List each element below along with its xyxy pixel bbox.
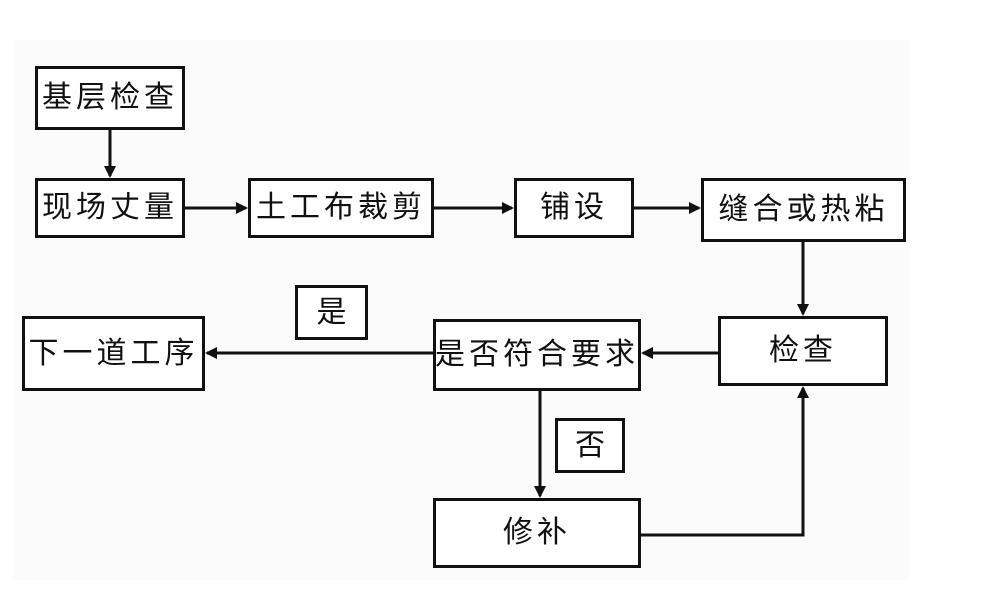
step-next-process: 下一道工序 [22, 316, 205, 391]
step-site-measure: 现场丈量 [35, 178, 185, 238]
step-geotextile-cut-label: 土工布裁剪 [256, 190, 426, 225]
step-repair: 修补 [433, 498, 641, 568]
branch-label-yes: 是 [295, 285, 368, 340]
step-seam-or-heat-bond: 缝合或热粘 [701, 178, 906, 242]
step-geotextile-cut: 土工布裁剪 [248, 178, 434, 238]
arrow-repair-to-check [641, 386, 809, 537]
paper-background [14, 40, 910, 580]
step-inspect-base-label: 基层检查 [42, 80, 178, 115]
step-seam-label: 缝合或热粘 [718, 192, 889, 227]
step-site-measure-label: 现场丈量 [42, 190, 178, 225]
branch-label-no-text: 否 [575, 427, 605, 463]
step-lay: 铺设 [514, 178, 634, 238]
branch-label-yes-text: 是 [316, 294, 347, 330]
step-lay-label: 铺设 [540, 190, 608, 225]
decision-label: 是否符合要求 [435, 337, 639, 372]
step-repair-label: 修补 [503, 515, 571, 550]
step-check: 检查 [718, 316, 888, 386]
step-inspect-base: 基层检查 [35, 66, 185, 130]
step-check-label: 检查 [769, 333, 837, 368]
step-next-process-label: 下一道工序 [28, 335, 199, 371]
branch-label-no: 否 [555, 418, 625, 473]
decision-meets-requirements: 是否符合要求 [433, 319, 641, 391]
